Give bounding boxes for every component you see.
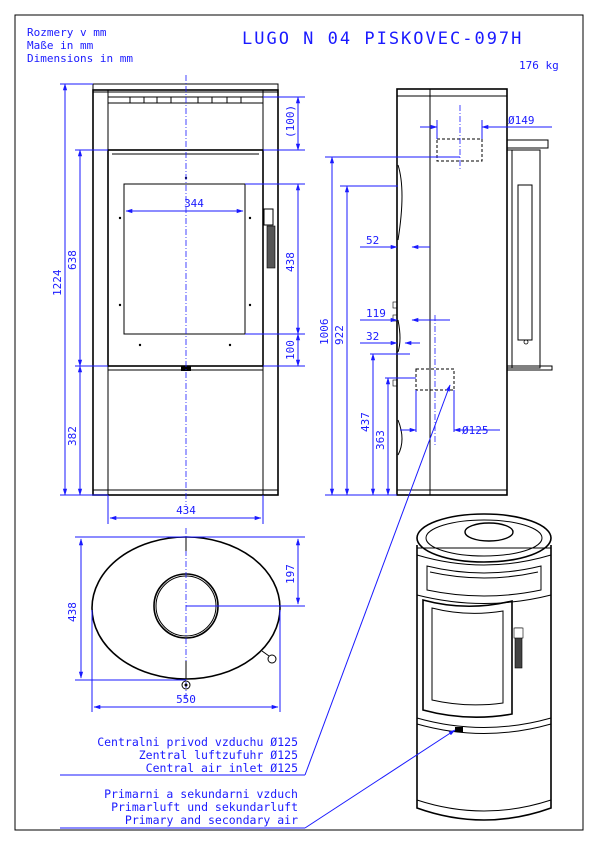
leader-lines bbox=[60, 384, 456, 829]
dim-side-offset: 52 bbox=[366, 234, 379, 247]
primary-air-note: Primarni a sekundarni vzduch Primarluft … bbox=[104, 787, 298, 827]
dim-total-height: 1224 bbox=[51, 269, 64, 296]
units-note: Rozmery v mm Maße in mm Dimensions in mm bbox=[27, 26, 133, 65]
dim-inlet-diameter: Ø125 bbox=[462, 424, 489, 437]
dim-door-height: 638 bbox=[66, 250, 79, 270]
central-air-en: Central air inlet Ø125 bbox=[146, 761, 298, 775]
dim-inlet-height-1: 437 bbox=[359, 412, 372, 432]
units-de: Maße in mm bbox=[27, 39, 94, 52]
drawing-frame bbox=[14, 14, 584, 831]
dim-top-width: 550 bbox=[176, 693, 196, 706]
perspective-view bbox=[416, 513, 552, 821]
central-air-cz: Centralni privod vzduchu Ø125 bbox=[97, 735, 298, 749]
dim-side-height-2: 922 bbox=[333, 325, 346, 345]
front-dimensions: 1224 638 382 (100) 438 100 344 434 bbox=[51, 83, 305, 524]
dim-lower-height: 382 bbox=[66, 426, 79, 446]
units-cz: Rozmery v mm bbox=[27, 26, 107, 39]
units-en: Dimensions in mm bbox=[27, 52, 133, 65]
weight-label: 176 kg bbox=[519, 59, 559, 72]
central-air-de: Zentral luftzufuhr Ø125 bbox=[139, 748, 298, 762]
dim-inlet-offset-1: 119 bbox=[366, 307, 386, 320]
top-dimensions: 438 197 550 bbox=[66, 536, 305, 712]
dim-inlet-height-2: 363 bbox=[374, 430, 387, 450]
model-title: LUGO N 04 PISKOVEC-097H bbox=[242, 29, 523, 49]
dim-glass-height: 438 bbox=[284, 252, 297, 272]
top-view bbox=[91, 528, 281, 700]
front-view bbox=[92, 75, 279, 505]
dim-front-width: 434 bbox=[176, 504, 196, 517]
central-air-note: Centralni privod vzduchu Ø125 Zentral lu… bbox=[97, 735, 298, 775]
dim-flue-diameter: Ø149 bbox=[508, 114, 535, 127]
primary-air-cz: Primarni a sekundarni vzduch bbox=[104, 787, 298, 801]
dim-top-half-depth: 197 bbox=[284, 564, 297, 584]
dim-top-gap: (100) bbox=[284, 105, 297, 138]
side-view bbox=[392, 88, 553, 496]
dim-glass-width: 344 bbox=[184, 197, 204, 210]
primary-air-de: Primarluft und sekundarluft bbox=[111, 800, 298, 814]
side-dimensions: Ø149 52 1006 922 119 32 437 363 Ø125 bbox=[318, 114, 552, 496]
dim-top-depth: 438 bbox=[66, 602, 79, 622]
primary-air-en: Primary and secondary air bbox=[125, 813, 298, 827]
dim-bottom-gap: 100 bbox=[284, 340, 297, 360]
dim-inlet-offset-2: 32 bbox=[366, 330, 379, 343]
dim-side-height-1: 1006 bbox=[318, 319, 331, 346]
